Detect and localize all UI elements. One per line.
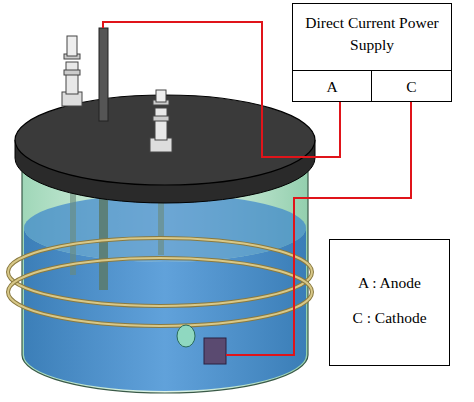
label-text: A : Anode <box>330 272 449 294</box>
legend-box: A : Anode C : Cathode <box>329 239 450 366</box>
lid <box>15 95 315 185</box>
hose-fitting <box>150 90 172 152</box>
anode-terminal-cell: A <box>292 70 373 102</box>
cathode-terminal-cell: C <box>371 70 452 102</box>
label-text: A <box>293 76 372 98</box>
electrode-terminal <box>99 28 108 121</box>
label-text: C : Cathode <box>330 307 449 329</box>
cathode-plate <box>204 338 226 364</box>
hose-fitting <box>62 36 82 106</box>
clamp-band <box>8 258 312 326</box>
power-supply-box: Direct Current Power SupplyAC <box>292 3 452 102</box>
label-text: C <box>372 76 451 98</box>
clamp-band <box>8 238 312 306</box>
side-port <box>177 325 195 347</box>
clamp-band <box>8 258 312 326</box>
clamp-band <box>8 238 312 306</box>
label-text: Direct Current Power Supply <box>293 12 451 56</box>
water-surface <box>24 194 306 262</box>
